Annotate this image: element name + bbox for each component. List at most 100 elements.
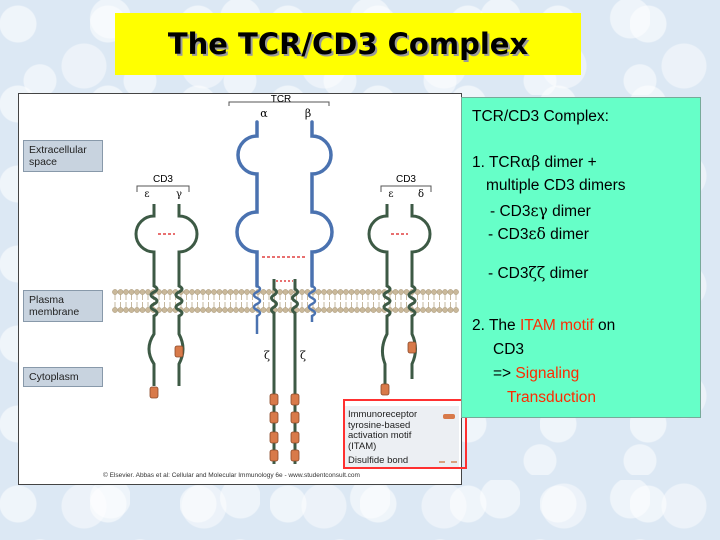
info-item-1-line2: multiple CD3 dimers xyxy=(486,177,626,194)
lipid-head xyxy=(277,307,283,313)
info-item-2: 2. The ITAM motif on xyxy=(472,317,615,335)
lipid-head xyxy=(376,289,382,295)
lipid-head xyxy=(436,289,443,295)
lipid-head xyxy=(266,289,272,295)
lipid-head xyxy=(112,289,118,295)
lipid-head xyxy=(183,289,190,295)
item2-prefix: 2. The xyxy=(472,317,520,334)
item1-prefix: 1. TCR xyxy=(472,154,521,171)
cd3-left-itam-motifs xyxy=(149,345,184,399)
lipid-head xyxy=(392,307,399,313)
lipid-head xyxy=(354,307,360,313)
lipid-head xyxy=(299,307,305,313)
cd3-right-bracket xyxy=(380,185,432,192)
lipid-head xyxy=(354,289,360,295)
lipid-head xyxy=(134,289,140,295)
lipid-head xyxy=(205,289,212,295)
lipid-head xyxy=(453,307,459,313)
lipid-head xyxy=(299,289,305,295)
lipid-head xyxy=(398,307,404,313)
lipid-head xyxy=(222,289,228,295)
lipid-head xyxy=(194,289,201,295)
lipid-head xyxy=(189,289,195,295)
plasma-membrane-bilayer xyxy=(112,289,459,313)
item1-greek: αβ xyxy=(520,153,541,171)
lipid-head xyxy=(233,307,239,313)
lipid-head xyxy=(442,307,448,313)
lipid-head xyxy=(134,307,140,313)
legend-disulfide-swatch xyxy=(439,461,457,463)
lipid-head xyxy=(431,289,437,295)
cd3-left-gamma: γ xyxy=(176,189,182,200)
eg-greek: εγ xyxy=(530,202,548,220)
beta-label: β xyxy=(305,107,311,120)
info-transduction: Transduction xyxy=(507,389,597,406)
arrow-text: => xyxy=(493,365,516,382)
lipid-head xyxy=(244,289,250,295)
lipid-head xyxy=(227,307,234,313)
lipid-head xyxy=(447,307,454,313)
lipid-head xyxy=(376,307,382,313)
lipid-head xyxy=(365,307,371,313)
zeta-itam-motifs xyxy=(269,393,300,462)
lipid-head xyxy=(128,289,135,295)
lipid-head xyxy=(315,289,322,295)
lipid-head xyxy=(425,307,432,313)
item1-suffix: dimer + xyxy=(540,154,597,171)
lipid-head xyxy=(453,289,459,295)
signaling-text: Signaling xyxy=(515,365,580,382)
zz-suffix: dimer xyxy=(545,265,589,282)
lipid-head xyxy=(321,307,327,313)
lipid-head xyxy=(123,289,129,295)
lipid-head xyxy=(315,307,322,313)
zz-prefix: - CD3 xyxy=(488,265,529,282)
lipid-head xyxy=(200,289,206,295)
info-item-2-line2: CD3 xyxy=(493,341,525,358)
cd3-right-label: CD3 xyxy=(396,174,416,185)
cd3-right-itam-motifs xyxy=(380,341,417,396)
lipid-head xyxy=(194,307,201,313)
legend: Immunoreceptor tyrosine-based activation… xyxy=(343,406,459,468)
cd3-epsilon-delta-chains xyxy=(367,204,432,384)
eg-prefix: - CD3 xyxy=(490,203,531,220)
info-heading: TCR/CD3 Complex: xyxy=(472,108,609,125)
page-title: The TCR/CD3 Complex xyxy=(167,27,529,61)
lipid-head xyxy=(227,289,234,295)
lipid-head xyxy=(260,289,267,295)
lipid-head xyxy=(425,289,432,295)
lipid-head xyxy=(326,307,333,313)
lipid-head xyxy=(326,289,333,295)
lipid-head xyxy=(337,289,344,295)
ed-suffix: dimer xyxy=(545,226,589,243)
info-signaling-line: => Signaling xyxy=(493,365,579,383)
lipid-head xyxy=(167,289,173,295)
lipid-head xyxy=(332,289,338,295)
cd3-right-epsilon: ε xyxy=(388,189,393,200)
cd3-epsilon-gamma-chains xyxy=(134,204,199,386)
tcr-bracket xyxy=(228,101,330,106)
lipid-head xyxy=(183,307,190,313)
figure-credit: © Elsevier. Abbas et al: Cellular and Mo… xyxy=(103,472,360,479)
plasma-membrane-label: Plasma membrane xyxy=(23,290,103,322)
cytoplasm-label: Cytoplasm xyxy=(23,367,103,387)
legend-itam-text: Immunoreceptor tyrosine-based activation… xyxy=(348,409,418,452)
lipid-head xyxy=(348,289,355,295)
legend-itam-swatch xyxy=(443,414,455,419)
lipid-head xyxy=(392,289,399,295)
lipid-head xyxy=(288,289,294,295)
legend-disulfide-text: Disulfide bond xyxy=(348,455,409,466)
lipid-head xyxy=(282,307,289,313)
lipid-head xyxy=(205,307,212,313)
lipid-head xyxy=(123,307,129,313)
item2-suffix: on xyxy=(593,317,616,334)
lipid-head xyxy=(244,307,250,313)
lipid-head xyxy=(222,307,228,313)
lipid-head xyxy=(189,307,195,313)
tcr-cd3-diagram: TCR α β ζ ζ CD3 ε γ xyxy=(18,93,462,485)
lipid-head xyxy=(167,307,173,313)
tcr-transmembrane-coils xyxy=(252,284,317,334)
lipid-head xyxy=(277,289,283,295)
info-panel: TCR/CD3 Complex: 1. TCRαβ dimer + multip… xyxy=(461,97,701,418)
lipid-head xyxy=(128,307,135,313)
lipid-head xyxy=(238,289,245,295)
